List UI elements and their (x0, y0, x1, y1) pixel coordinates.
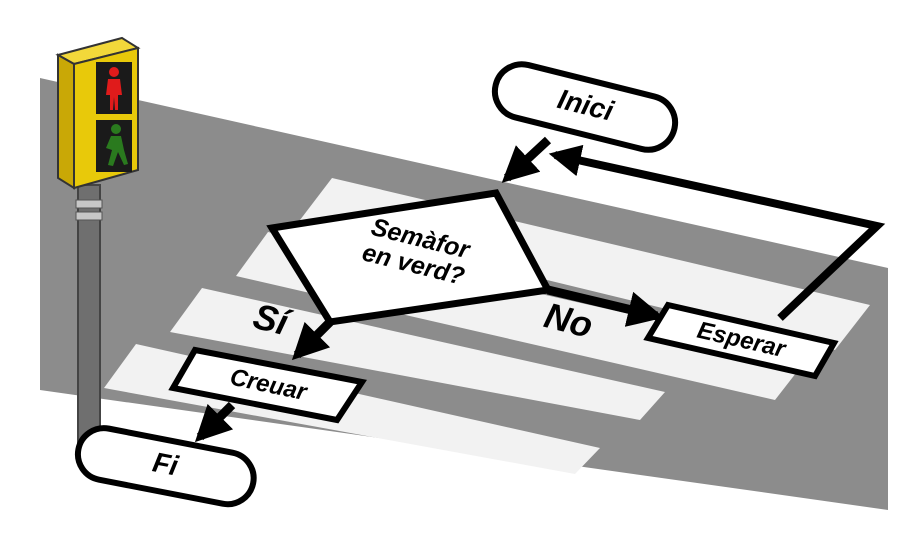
arrow-cross-to-end (194, 401, 236, 443)
arrow-yes-to-cross (291, 318, 334, 361)
arrow-wait-loop-back (548, 144, 886, 321)
arrow-start-to-decision (501, 136, 552, 183)
end-terminal (74, 425, 257, 508)
red-pedestrian-icon (106, 67, 122, 110)
wait-process-box (643, 301, 839, 380)
green-pedestrian-icon (106, 124, 128, 166)
traffic-light-icon (55, 36, 141, 456)
start-terminal (491, 61, 679, 153)
arrow-no-to-wait (546, 285, 665, 327)
crosswalk-stripe (170, 288, 665, 420)
cross-process-box (168, 346, 367, 424)
